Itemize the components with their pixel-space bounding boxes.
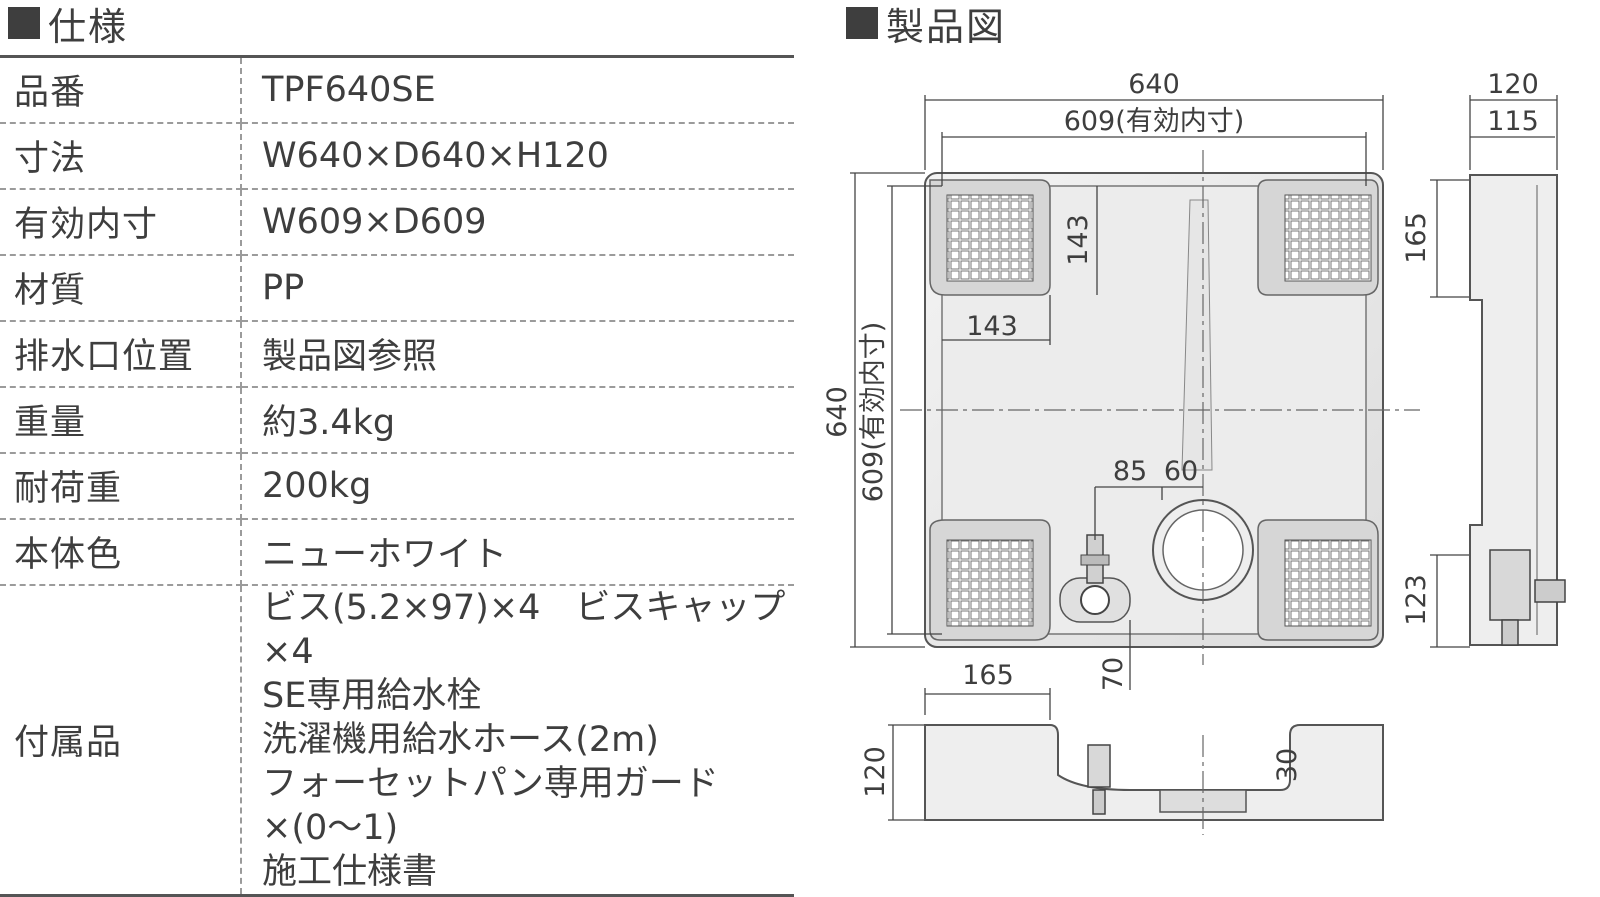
dim-side-height: 165 bbox=[1401, 212, 1432, 264]
spec-label: 排水口位置 bbox=[0, 320, 242, 388]
spec-row-part-number: 品番 TPF640SE bbox=[0, 55, 794, 124]
side-view bbox=[1469, 174, 1566, 646]
dim-front-depth: 30 bbox=[1272, 748, 1303, 782]
spec-row-dimensions: 寸法 W640×D640×H120 bbox=[0, 122, 794, 190]
spec-label: 品番 bbox=[0, 55, 242, 124]
spec-row-load-capacity: 耐荷重 200kg bbox=[0, 452, 794, 520]
plan-view bbox=[900, 150, 1420, 665]
corner-pad bbox=[1257, 519, 1379, 641]
drawing-section-title: 製品図 bbox=[846, 0, 1006, 49]
spec-label: 有効内寸 bbox=[0, 188, 242, 256]
spec-label: 材質 bbox=[0, 254, 242, 322]
corner-pad bbox=[1257, 179, 1379, 296]
spec-title-text: 仕様 bbox=[48, 4, 129, 49]
spec-value: W609×D609 bbox=[241, 188, 794, 256]
dim-left-inner: 609(有効内寸) bbox=[858, 322, 889, 503]
dim-corner-horizontal: 143 bbox=[966, 311, 1018, 342]
spec-row-accessories: 付属品 ビス(5.2×97)×4 ビスキャップ×4 SE専用給水栓 洗濯機用給水… bbox=[0, 584, 794, 897]
spec-label: 重量 bbox=[0, 386, 242, 454]
spec-table: 品番 TPF640SE 寸法 W640×D640×H120 有効内寸 W609×… bbox=[0, 55, 794, 897]
dim-bottom-drain: 70 bbox=[1098, 657, 1129, 691]
spec-label: 付属品 bbox=[0, 584, 242, 897]
product-drawing: 640 609(有効内寸) 120 115 165 143 143 640 60… bbox=[822, 69, 1566, 835]
spec-row-weight: 重量 約3.4kg bbox=[0, 386, 794, 454]
corner-pad bbox=[929, 179, 1051, 296]
accessory-item: フォーセットパン専用ガード×(0〜1) bbox=[262, 763, 719, 848]
spec-value: 約3.4kg bbox=[241, 386, 794, 454]
dim-side-depth: 120 bbox=[1487, 69, 1539, 100]
dim-top-inner: 609(有効内寸) bbox=[1064, 106, 1245, 137]
spec-row-inner-dimensions: 有効内寸 W609×D609 bbox=[0, 188, 794, 256]
dim-side-inner: 115 bbox=[1487, 106, 1539, 137]
dim-drain-x: 85 bbox=[1113, 456, 1147, 487]
spec-value: ニューホワイト bbox=[241, 518, 794, 586]
spec-label: 耐荷重 bbox=[0, 452, 242, 520]
spec-value: 製品図参照 bbox=[241, 320, 794, 388]
spec-section-title: 仕様 bbox=[8, 0, 128, 49]
accessory-item: 施工仕様書 bbox=[262, 851, 438, 892]
spec-row-material: 材質 PP bbox=[0, 254, 794, 322]
spec-row-color: 本体色 ニューホワイト bbox=[0, 518, 794, 586]
spec-value: TPF640SE bbox=[241, 55, 794, 124]
dim-left-height: 640 bbox=[822, 386, 853, 438]
accessory-item: SE専用給水栓 bbox=[262, 675, 482, 716]
dim-drain-width: 60 bbox=[1164, 456, 1198, 487]
side-faucet bbox=[1489, 549, 1566, 646]
accessory-item: 洗濯機用給水ホース(2m) bbox=[262, 719, 659, 760]
accessories-list: ビス(5.2×97)×4 ビスキャップ×4 SE専用給水栓 洗濯機用給水ホース(… bbox=[241, 584, 794, 897]
dim-front-width: 165 bbox=[962, 660, 1014, 691]
corner-pad bbox=[929, 519, 1051, 641]
spec-label: 本体色 bbox=[0, 518, 242, 586]
dim-corner-vertical: 143 bbox=[1063, 214, 1094, 266]
front-view bbox=[924, 724, 1384, 835]
spec-label: 寸法 bbox=[0, 122, 242, 190]
dim-side-drain: 123 bbox=[1401, 574, 1432, 626]
faucet bbox=[1059, 534, 1131, 623]
dim-top-width: 640 bbox=[1128, 69, 1180, 100]
dim-front-height: 120 bbox=[860, 746, 891, 798]
spec-row-drain-position: 排水口位置 製品図参照 bbox=[0, 320, 794, 388]
accessory-item: ビス(5.2×97)×4 ビスキャップ×4 bbox=[262, 587, 786, 672]
spec-value: W640×D640×H120 bbox=[241, 122, 794, 190]
spec-value: PP bbox=[241, 254, 794, 322]
square-bullet-icon bbox=[846, 7, 878, 39]
spec-value: 200kg bbox=[241, 452, 794, 520]
drawing-title-text: 製品図 bbox=[886, 4, 1007, 49]
square-bullet-icon bbox=[8, 7, 40, 39]
